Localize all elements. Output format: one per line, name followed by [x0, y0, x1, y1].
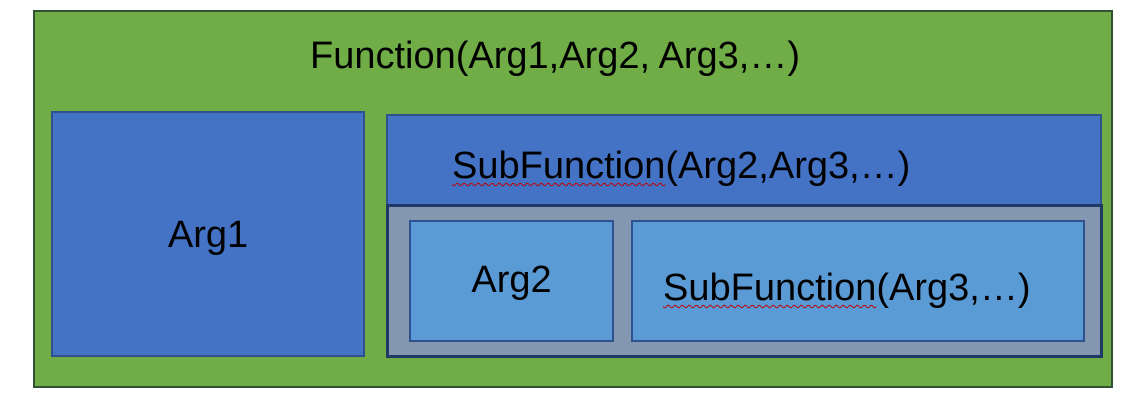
subfunction-name: SubFunction — [452, 145, 666, 187]
subfunction-label: SubFunction(Arg2,Arg3,…) — [452, 144, 922, 188]
arg2-box: Arg2 — [409, 220, 614, 342]
outer-function-label: Function(Arg1,Arg2, Arg3,…) — [310, 35, 800, 77]
arg1-label: Arg1 — [167, 214, 249, 256]
arg1-box: Arg1 — [51, 111, 365, 357]
subfunction-args: (Arg2,Arg3,…) — [665, 145, 911, 187]
arg2-label: Arg2 — [471, 259, 552, 301]
subfunction-box: SubFunction(Arg2,Arg3,…) — [386, 114, 1102, 210]
nested-subfunction-box: SubFunction(Arg3,…) — [631, 220, 1085, 342]
nested-subfunction-name: SubFunction — [663, 267, 877, 309]
nested-subfunction-label: SubFunction(Arg3,…) — [663, 266, 1031, 310]
nested-subfunction-args: (Arg3,…) — [876, 267, 1031, 309]
